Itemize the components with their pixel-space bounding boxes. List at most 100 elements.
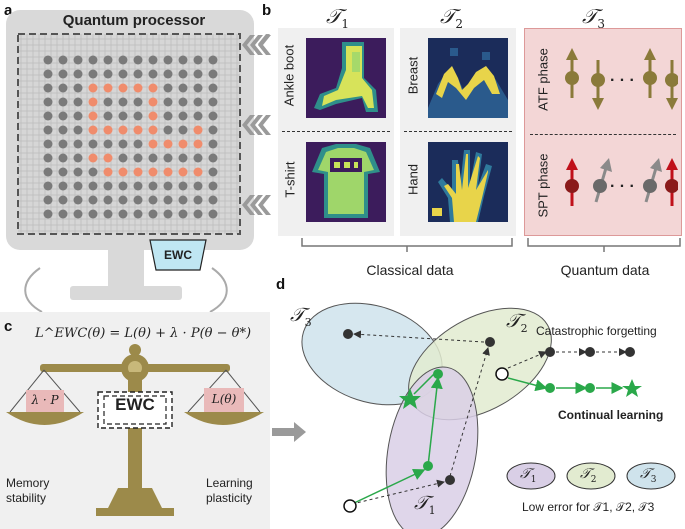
qubit: [118, 125, 128, 135]
t1-divider: [282, 131, 390, 132]
qubit: [118, 97, 128, 107]
qubit: [88, 69, 98, 79]
qubit: [118, 139, 128, 149]
qubit: [58, 181, 68, 191]
qubit: [208, 181, 218, 191]
catastrophic-forgetting-label: Catastrophic forgetting: [536, 324, 657, 338]
balance-scale: [6, 344, 264, 516]
qubit: [163, 167, 173, 177]
qubit: [103, 55, 113, 65]
ewc-module-shape: [149, 239, 207, 271]
qubit: [103, 69, 113, 79]
region-label-t2: 𝒯2: [506, 310, 528, 335]
qubit: [43, 55, 53, 65]
t-shirt-image: [306, 142, 386, 222]
qubit: [163, 69, 173, 79]
qubit: [103, 97, 113, 107]
qubit: [103, 153, 113, 163]
panel-b-letter: b: [262, 2, 272, 19]
qubit: [73, 139, 83, 149]
qubit: [73, 167, 83, 177]
qubit: [148, 111, 158, 121]
legend-t3: 𝒯3: [640, 466, 657, 485]
low-error-caption: Low error for 𝒯1, 𝒯2, 𝒯3: [522, 500, 655, 514]
qubit: [88, 55, 98, 65]
spin-chains: [565, 48, 678, 206]
qubit: [43, 97, 53, 107]
left-weight-label: λ · P: [31, 393, 59, 407]
qubit: [208, 167, 218, 177]
qubit: [58, 139, 68, 149]
qubit: [148, 153, 158, 163]
chevrons-group: [242, 35, 271, 215]
breast-image: [428, 38, 508, 118]
qubit: [163, 111, 173, 121]
qubit: [58, 111, 68, 121]
qubit: [163, 83, 173, 93]
qubit: [58, 55, 68, 65]
qubit: [133, 195, 143, 205]
qubit: [163, 153, 173, 163]
qubit: [208, 83, 218, 93]
panel-c-letter-front: c: [4, 318, 13, 335]
qubit: [58, 97, 68, 107]
qubit: [118, 111, 128, 121]
qubit: [118, 69, 128, 79]
qubit: [133, 153, 143, 163]
ankle-boot-image: [306, 38, 386, 118]
qubit: [73, 83, 83, 93]
qubit: [88, 181, 98, 191]
qubit: [88, 167, 98, 177]
qubit: [133, 83, 143, 93]
qubit: [163, 97, 173, 107]
qubit: [103, 139, 113, 149]
qubit: [133, 55, 143, 65]
region-label-t1: 𝒯1: [414, 492, 436, 517]
qubit: [118, 209, 128, 219]
red-spin-up-icon: [565, 158, 579, 206]
qubit: [193, 97, 203, 107]
label-breast: Breast: [405, 56, 421, 95]
qubit: [148, 139, 158, 149]
classical-data-caption: Classical data: [366, 262, 454, 278]
qubit: [178, 153, 188, 163]
ewc-equation: L^EWC(θ) = L(θ) + λ · P(θ − θ*): [34, 326, 252, 341]
qubit: [73, 153, 83, 163]
label-t-shirt: T-shirt: [282, 161, 298, 198]
label-ankle-boot: Ankle boot: [281, 44, 297, 107]
t3-quantum-box: [524, 28, 682, 236]
chevron-icon-2: [242, 115, 271, 135]
learning-caption-line2: plasticity: [206, 491, 253, 505]
quantum-processor-title: Quantum processor: [62, 12, 206, 29]
qubit: [118, 55, 128, 65]
qubit: [133, 167, 143, 177]
qubit: [73, 209, 83, 219]
qubit: [148, 209, 158, 219]
qubit: [178, 125, 188, 135]
qubit: [193, 139, 203, 149]
qubit: [148, 97, 158, 107]
qubit: [58, 209, 68, 219]
qubit: [58, 83, 68, 93]
qubit: [43, 83, 53, 93]
qubit: [118, 181, 128, 191]
qubit: [88, 209, 98, 219]
panel-a-letter: a: [4, 2, 13, 19]
t3-divider: [530, 134, 676, 135]
qubit: [88, 195, 98, 205]
spin-down-icon: [665, 60, 678, 110]
qubit: [73, 111, 83, 121]
panel-d-letter: d: [276, 276, 286, 293]
qubit: [178, 167, 188, 177]
qubit: [193, 125, 203, 135]
qubit: [43, 209, 53, 219]
memory-caption-line2: stability: [6, 491, 47, 505]
qubit: [148, 167, 158, 177]
qubit: [58, 167, 68, 177]
qubit: [43, 111, 53, 121]
grey-spin-tilted-icon: [643, 158, 662, 203]
atf-spin-chain: [565, 48, 678, 110]
qubit: [88, 83, 98, 93]
spin-up-icon: [565, 48, 579, 98]
c-to-d-arrow-icon: [272, 422, 306, 442]
